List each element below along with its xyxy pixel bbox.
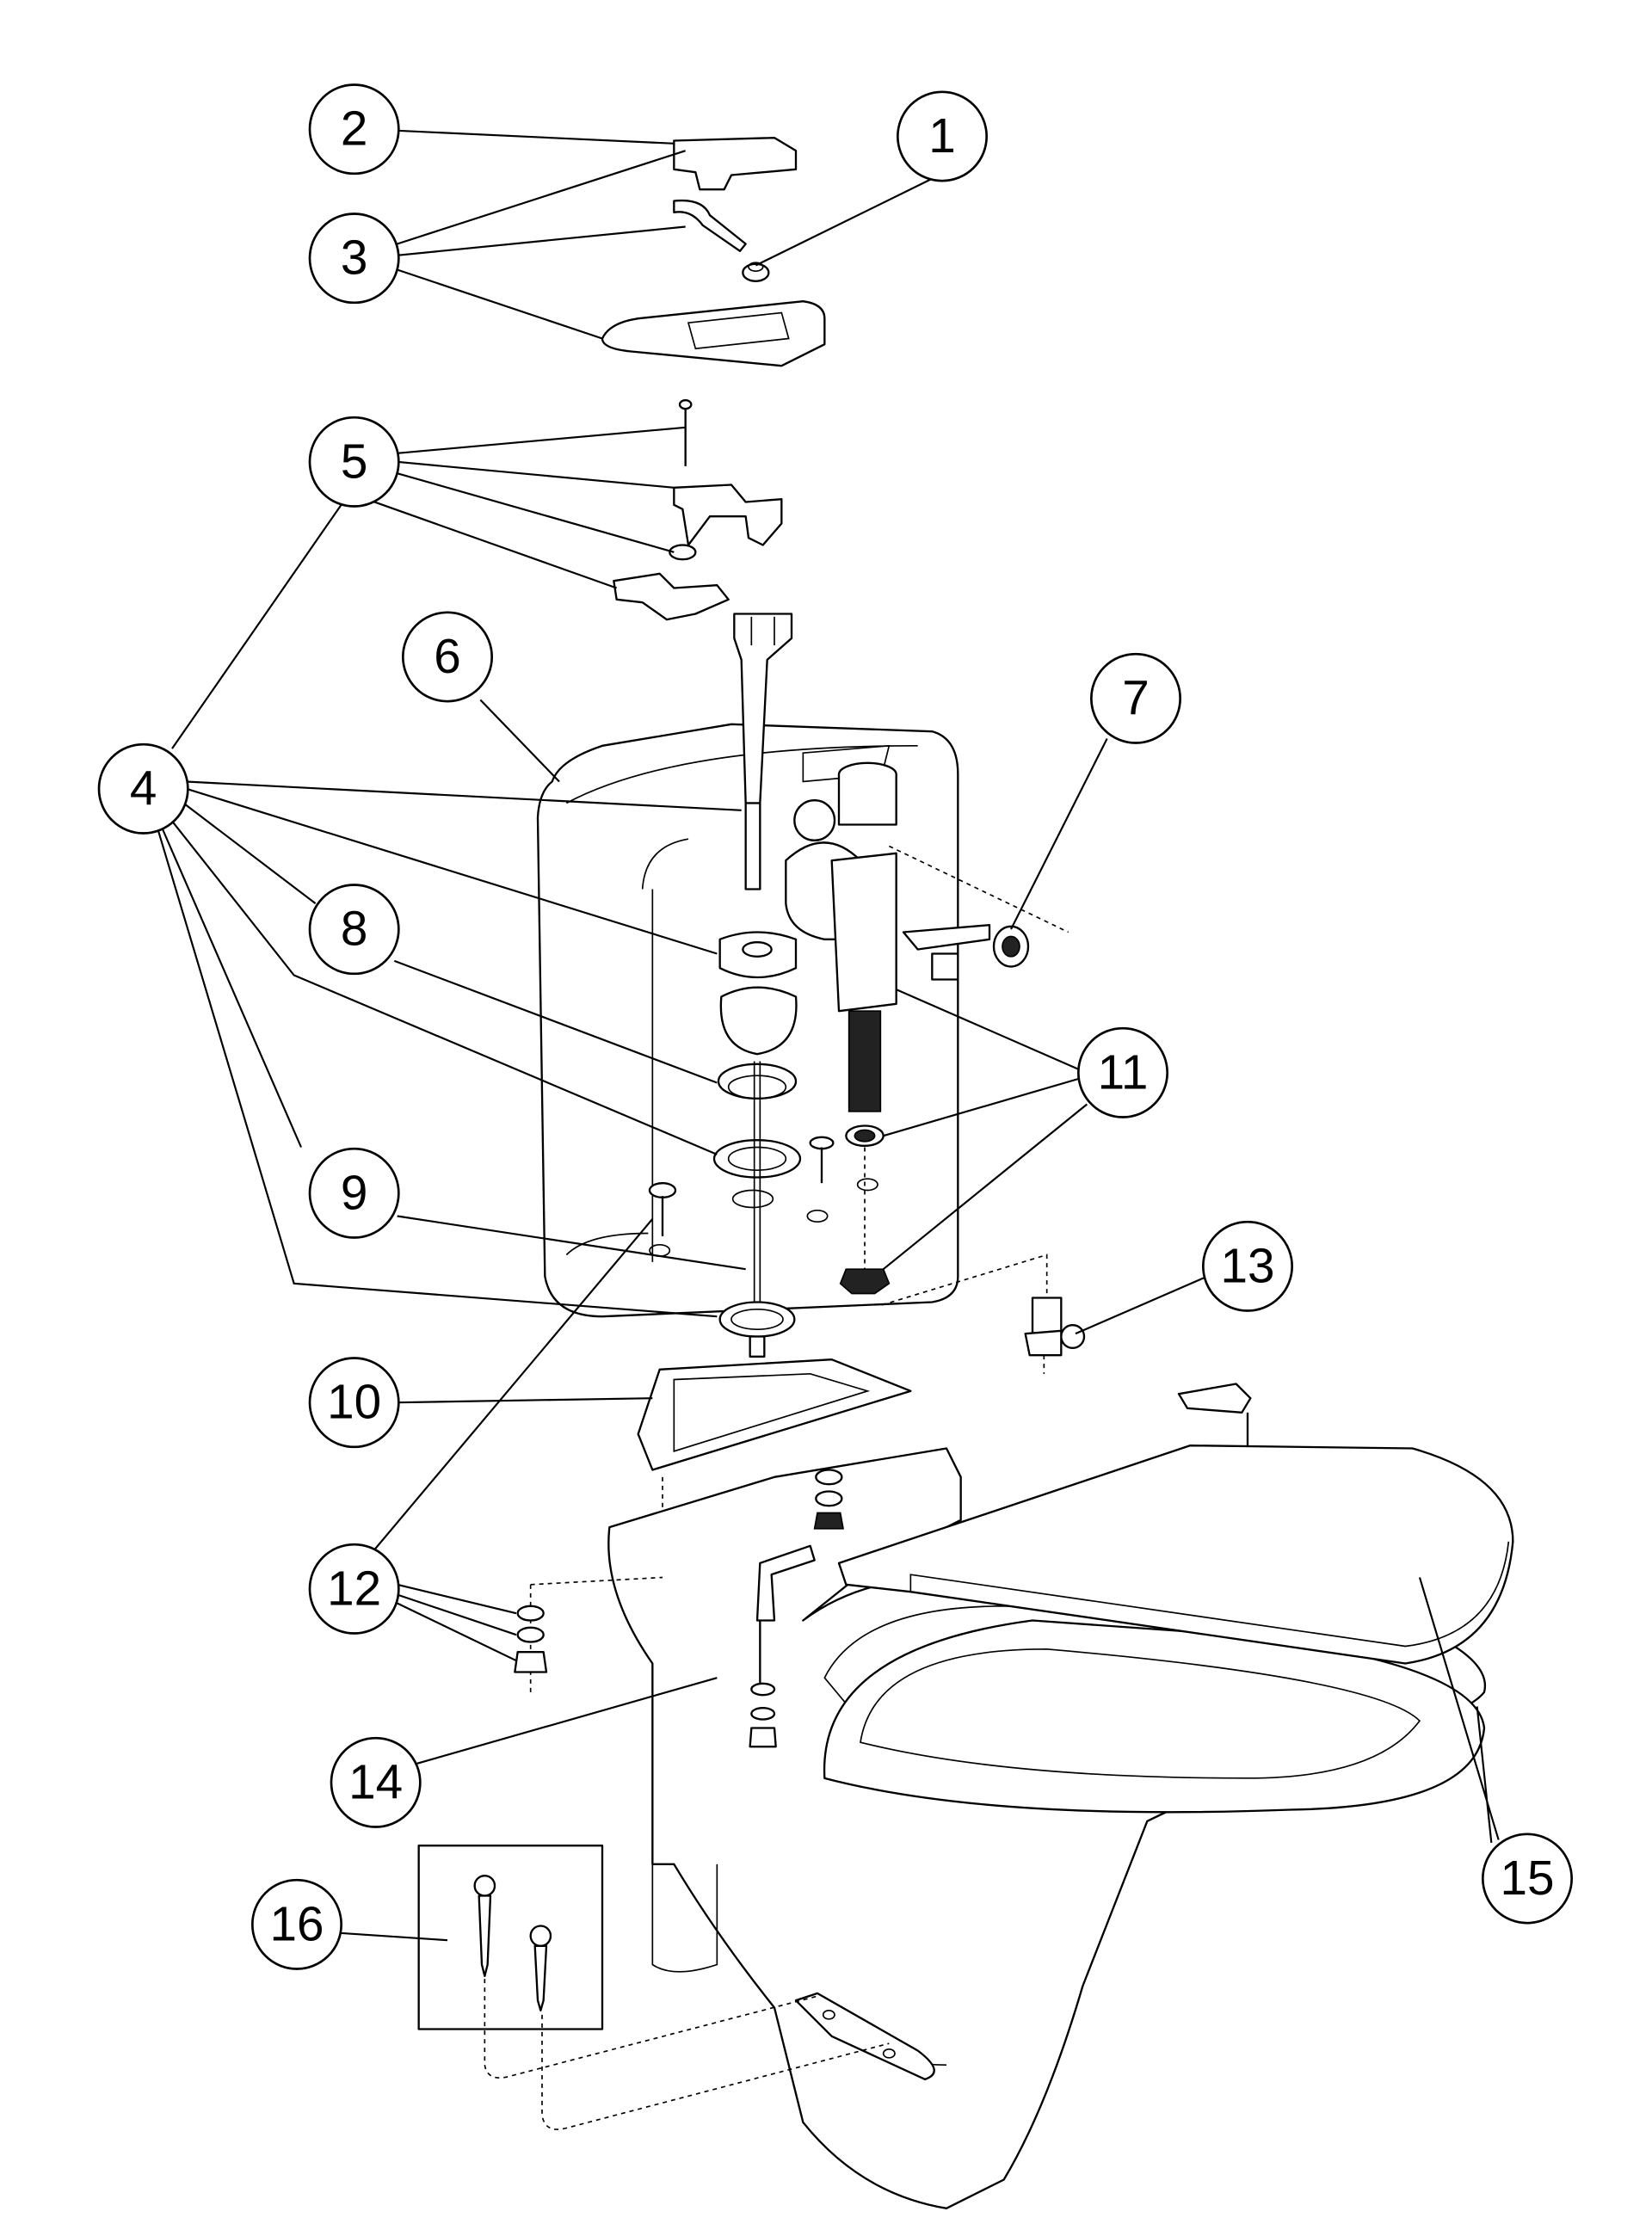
toilet-seat-and-lid <box>823 1445 1514 1814</box>
callout-6: 6 <box>402 611 493 703</box>
svg-text:6: 6 <box>434 630 461 684</box>
svg-text:14: 14 <box>348 1755 403 1809</box>
bowl-bolts <box>514 1469 844 1673</box>
svg-text:9: 9 <box>341 1166 368 1220</box>
svg-text:7: 7 <box>1122 671 1150 725</box>
fixing-screws-kit <box>417 1845 890 2130</box>
svg-text:1: 1 <box>928 109 956 163</box>
flush-valve <box>712 613 802 1358</box>
callout-10: 10 <box>308 1357 400 1449</box>
svg-text:11: 11 <box>1098 1045 1149 1100</box>
svg-text:5: 5 <box>341 434 368 489</box>
svg-text:13: 13 <box>1220 1239 1274 1293</box>
callout-7: 7 <box>1090 652 1181 744</box>
svg-text:4: 4 <box>130 761 157 816</box>
callout-1: 1 <box>897 90 988 182</box>
svg-text:8: 8 <box>341 902 368 957</box>
fill-valve <box>785 761 1069 1112</box>
callout-15: 15 <box>1482 1833 1573 1925</box>
callout-8: 8 <box>308 884 400 976</box>
svg-text:3: 3 <box>341 231 368 286</box>
callout-12: 12 <box>308 1543 400 1635</box>
push-rod-assembly <box>613 399 783 621</box>
callout-13: 13 <box>1202 1220 1293 1312</box>
svg-text:15: 15 <box>1500 1851 1554 1906</box>
leader-lines <box>157 129 1500 1942</box>
callout-3: 3 <box>308 213 400 305</box>
svg-text:2: 2 <box>341 102 368 157</box>
callout-2: 2 <box>308 83 400 176</box>
svg-text:12: 12 <box>327 1562 381 1616</box>
svg-text:16: 16 <box>269 1897 324 1951</box>
callout-4: 4 <box>97 742 189 835</box>
callout-14: 14 <box>330 1736 422 1828</box>
callout-9: 9 <box>308 1147 400 1239</box>
tank-bolts <box>648 1136 835 1236</box>
button-nut <box>742 262 770 283</box>
flush-button <box>673 137 798 191</box>
seat-hinge-bolts <box>749 1383 1252 1748</box>
spring-clip <box>673 199 747 253</box>
float-cup <box>719 986 798 1056</box>
callout-11: 11 <box>1077 1026 1168 1118</box>
washer-and-nut <box>839 1124 891 1295</box>
tank-gasket <box>637 1358 912 1578</box>
tank-lid <box>601 300 826 367</box>
stop-valve <box>881 1254 1086 1374</box>
callout-5: 5 <box>308 416 400 508</box>
callout-16: 16 <box>251 1878 342 1970</box>
svg-text:10: 10 <box>327 1376 381 1430</box>
